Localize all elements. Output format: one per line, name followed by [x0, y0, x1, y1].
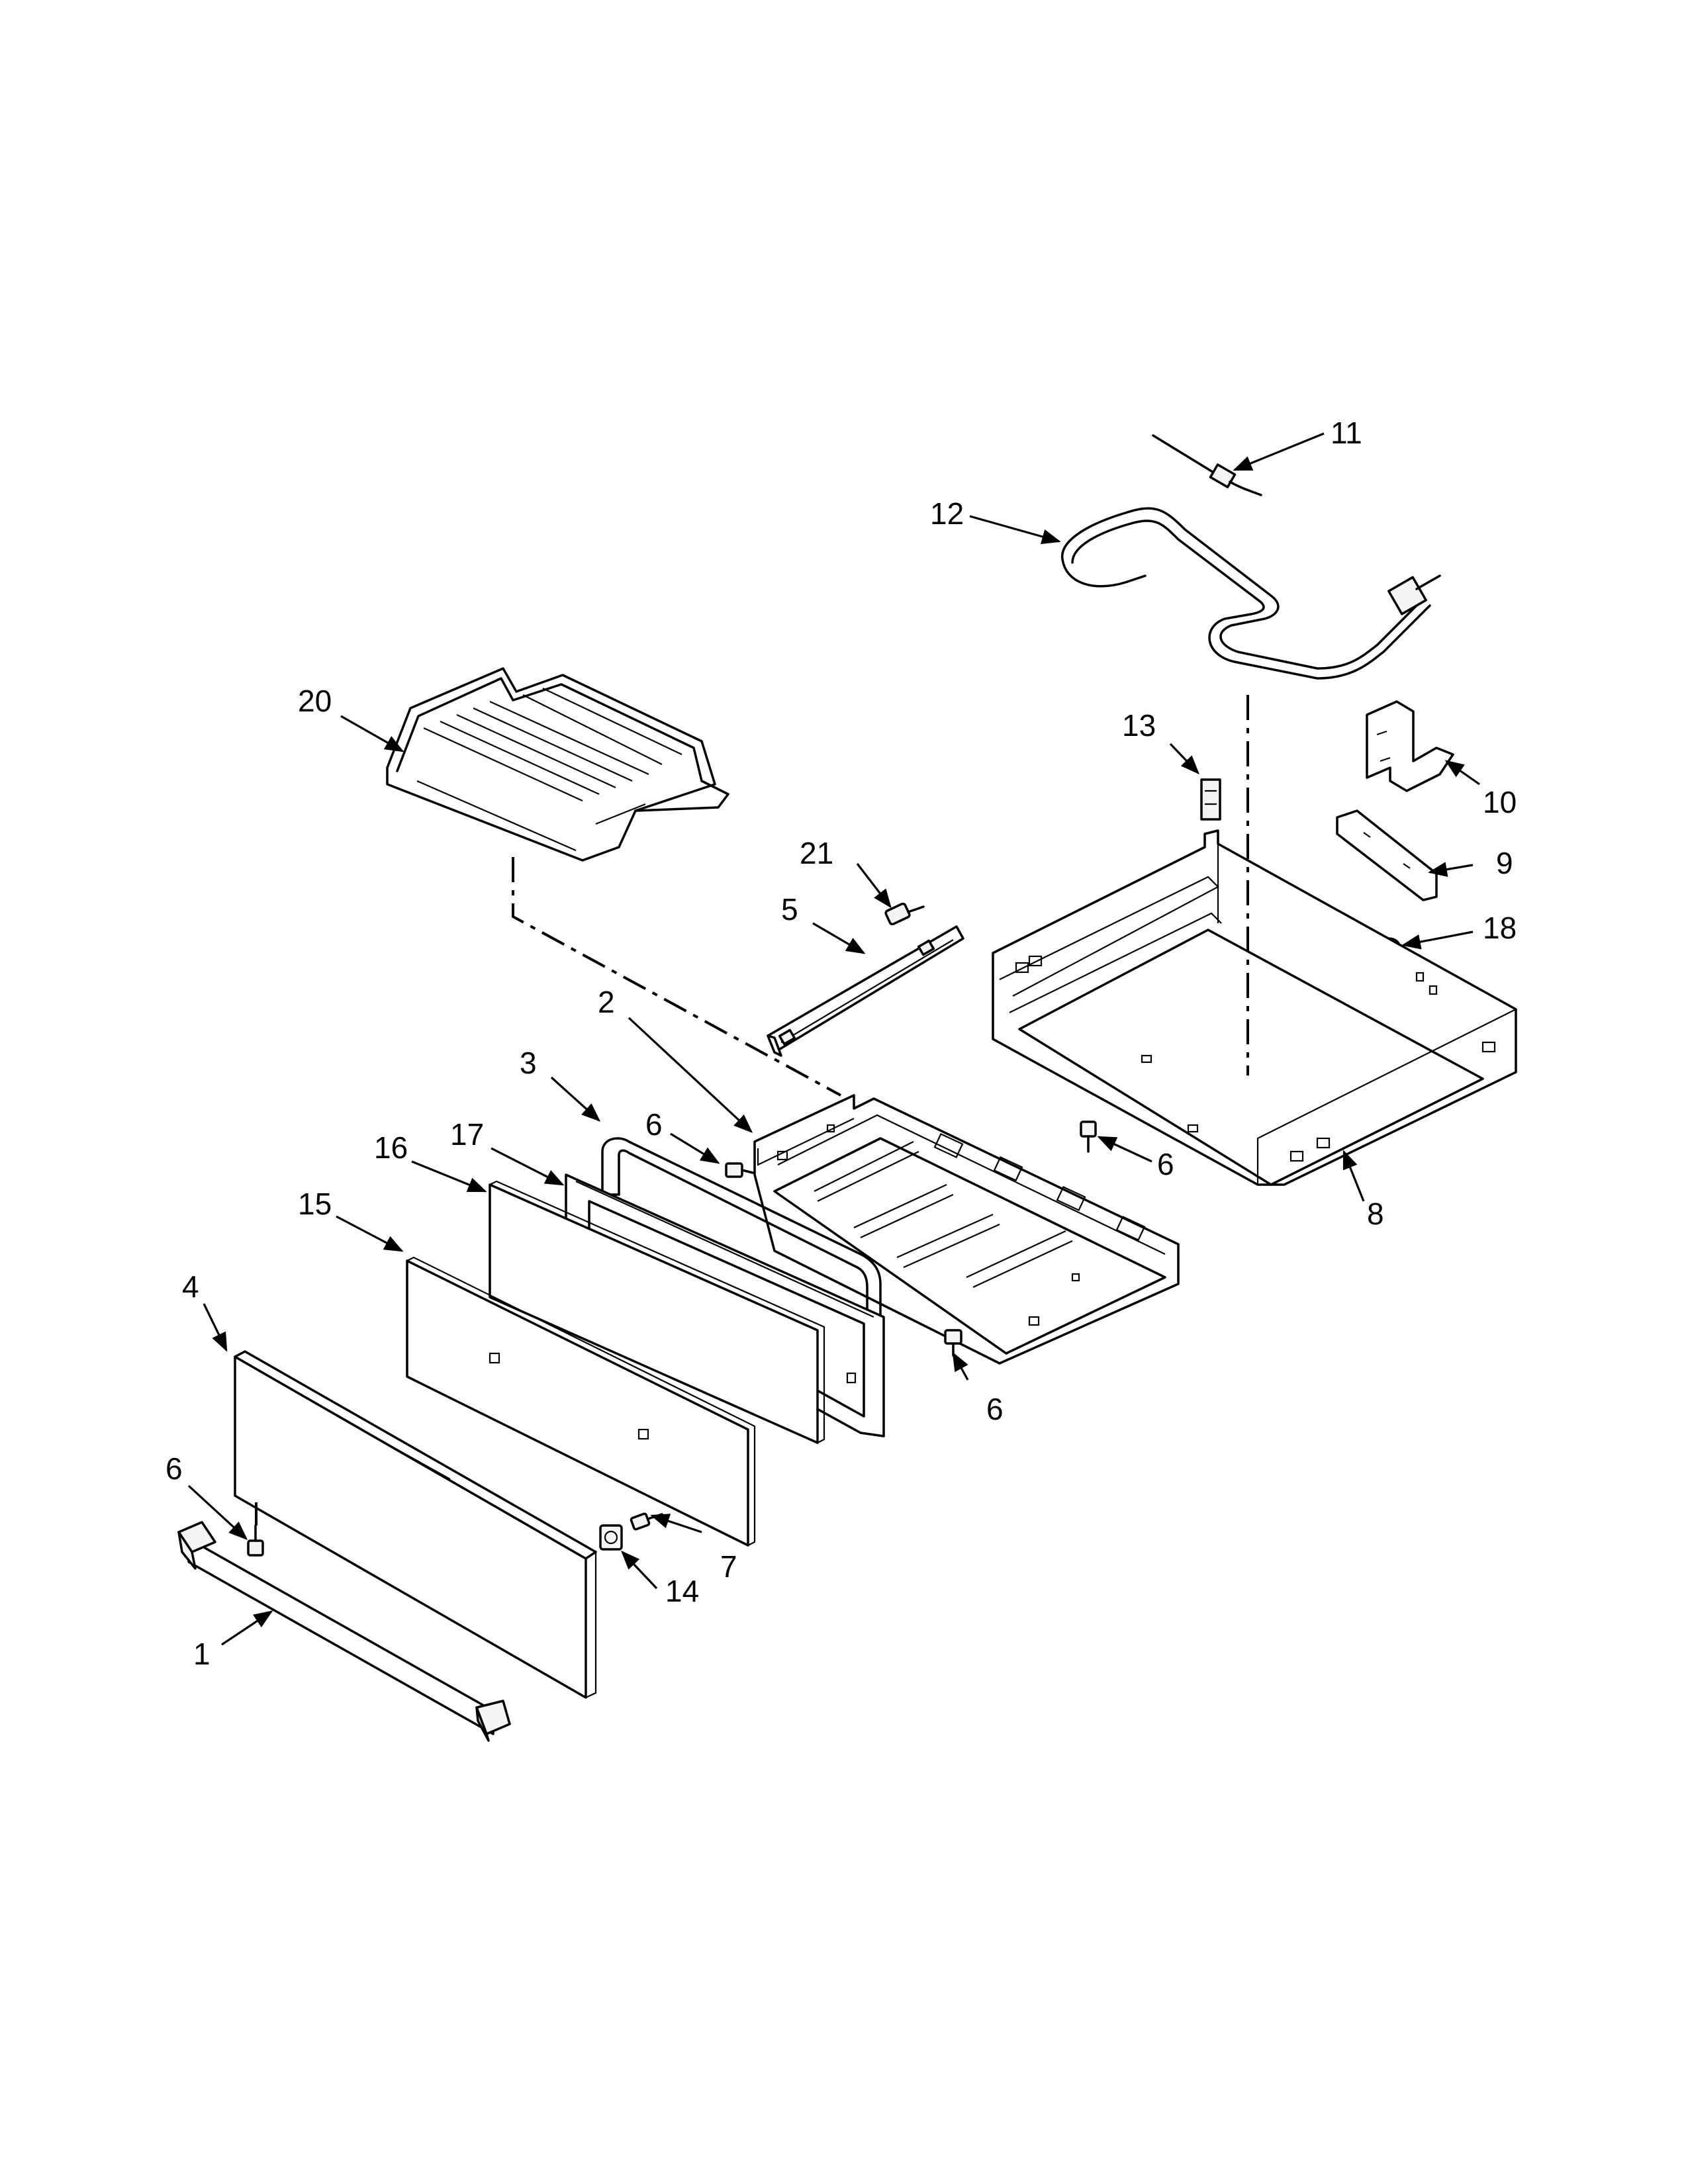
callout-label: 14	[665, 1574, 699, 1608]
drawer-housing-part	[992, 829, 1517, 1186]
callout-16: 16	[374, 1130, 487, 1193]
bracket-part-9	[1336, 809, 1438, 901]
screw-part-7	[630, 1512, 663, 1531]
callout-label: 12	[930, 496, 964, 531]
callout-5: 5	[781, 892, 866, 954]
callout-label: 18	[1483, 911, 1517, 945]
door-glass-part	[406, 1256, 756, 1547]
callout-6-b: 6	[1097, 1136, 1174, 1181]
callout-label: 4	[182, 1269, 199, 1304]
callout-label: 13	[1122, 708, 1156, 743]
callout-18: 18	[1401, 911, 1517, 950]
callout-label: 21	[800, 836, 833, 870]
callout-label: 11	[1331, 416, 1362, 450]
callout-label: 1	[193, 1637, 211, 1671]
bake-element-part	[1061, 507, 1441, 680]
callout-label: 6	[645, 1107, 663, 1142]
callout-label: 8	[1367, 1197, 1384, 1231]
clip-part-13	[1200, 778, 1221, 821]
callout-label: 16	[374, 1130, 408, 1165]
callout-17: 17	[450, 1117, 565, 1186]
callout-label: 17	[450, 1117, 484, 1152]
callout-7: 7	[650, 1514, 737, 1584]
callout-14: 14	[621, 1550, 699, 1608]
drawer-handle-part	[177, 1521, 511, 1742]
callout-label: 5	[781, 892, 798, 927]
drawer-body-part	[753, 1094, 1180, 1365]
callout-label: 9	[1496, 846, 1513, 880]
callout-6-c: 6	[952, 1351, 1004, 1426]
alignment-lines	[255, 695, 1249, 1525]
callout-label: 6	[165, 1451, 183, 1486]
callout-8: 8	[1342, 1150, 1384, 1231]
callout-13: 13	[1122, 708, 1199, 775]
callout-label: 2	[598, 985, 615, 1019]
screw-part-6-left	[725, 1162, 754, 1178]
callout-12: 12	[930, 496, 1061, 545]
callout-10: 10	[1444, 760, 1517, 819]
bracket-part-10	[1366, 700, 1454, 792]
sensor-probe-part	[1152, 434, 1262, 496]
handle-mount-part-14	[599, 1524, 623, 1551]
door-insulation-part	[489, 1180, 825, 1444]
outer-door-panel-part	[234, 1350, 597, 1699]
callout-9: 9	[1428, 846, 1513, 880]
screw-part-6-lower	[944, 1329, 962, 1357]
callout-6-d: 6	[165, 1451, 248, 1540]
callout-11: 11	[1233, 416, 1362, 471]
callout-2: 2	[598, 985, 753, 1133]
callout-label: 6	[986, 1392, 1004, 1426]
screw-part-21	[884, 902, 925, 926]
callout-20: 20	[298, 684, 404, 752]
callout-label: 7	[720, 1549, 737, 1584]
drawer-slide-part	[767, 925, 964, 1057]
callout-label: 20	[298, 684, 332, 718]
callout-4: 4	[182, 1269, 228, 1352]
callout-label: 15	[298, 1187, 332, 1221]
callout-21: 21	[800, 836, 892, 909]
oven-rack-part	[386, 667, 729, 862]
callout-1: 1	[193, 1610, 273, 1671]
screw-part-6-handle	[247, 1524, 264, 1557]
callout-15: 15	[298, 1187, 404, 1252]
callout-6-a: 6	[645, 1107, 720, 1164]
callout-label: 3	[520, 1046, 537, 1080]
callout-label: 6	[1157, 1147, 1174, 1181]
screw-part-6-upper	[1080, 1120, 1097, 1153]
callout-label: 10	[1483, 785, 1517, 819]
callout-3: 3	[520, 1046, 601, 1122]
